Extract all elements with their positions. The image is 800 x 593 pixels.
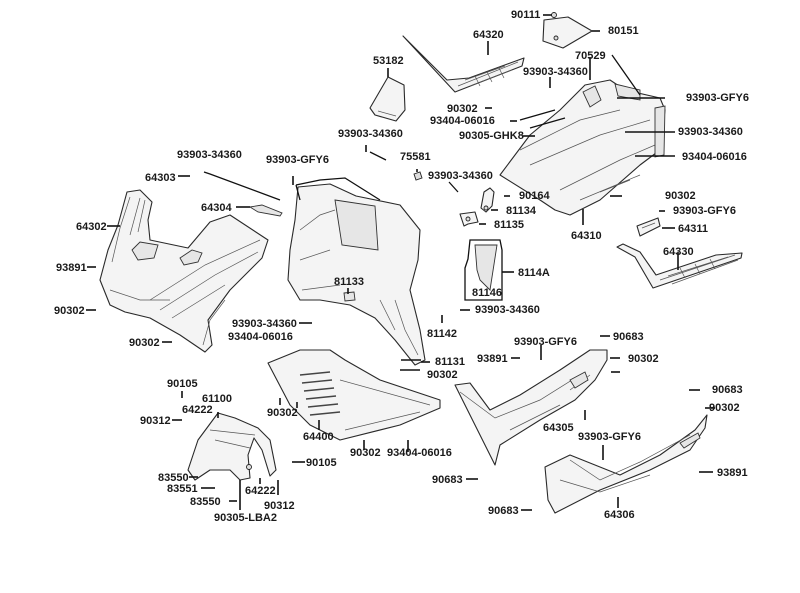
part-81134-bracket	[480, 187, 495, 213]
part-80151-cover	[542, 16, 593, 49]
label-93903-GFY6: 93903-GFY6	[686, 92, 749, 104]
label-81134: 81134	[506, 205, 536, 217]
label-93903-GFY6: 93903-GFY6	[514, 336, 577, 348]
label-93903-GFY6: 93903-GFY6	[266, 154, 329, 166]
label-81131: 81131	[435, 356, 465, 368]
label-93903-34360: 93903-34360	[523, 66, 588, 78]
part-64306-lower-cover	[544, 414, 708, 514]
label-93903-34360: 93903-34360	[678, 126, 743, 138]
label-75581: 75581	[400, 151, 431, 163]
label-90683: 90683	[613, 331, 644, 343]
part-64302-front-shield	[99, 189, 269, 353]
part-61100-fender	[187, 412, 277, 481]
label-93404-06016: 93404-06016	[387, 447, 452, 459]
part-81135-plate	[459, 211, 479, 227]
label-64310: 64310	[571, 230, 602, 242]
part-64311-plate	[636, 217, 661, 237]
label-64311: 64311	[678, 223, 708, 235]
label-93903-34360: 93903-34360	[232, 318, 297, 330]
label-8114A: 8114A	[518, 267, 550, 279]
part-8114a-box	[464, 239, 503, 301]
label-90302: 90302	[427, 369, 458, 381]
label-90105: 90105	[167, 378, 198, 390]
label-83550: 83550	[190, 496, 221, 508]
label-64222: 64222	[245, 485, 276, 497]
label-93903-GFY6: 93903-GFY6	[673, 205, 736, 217]
part-64330-floor-mat	[616, 243, 743, 289]
label-64222: 64222	[182, 404, 213, 416]
label-93891: 93891	[477, 353, 508, 365]
label-81142: 81142	[427, 328, 457, 340]
label-93903-34360: 93903-34360	[428, 170, 493, 182]
part-64320-floor-mat	[402, 35, 525, 93]
label-64305: 64305	[543, 422, 574, 434]
label-93903-34360: 93903-34360	[177, 149, 242, 161]
label-93404-06016: 93404-06016	[682, 151, 747, 163]
label-93903-GFY6: 93903-GFY6	[578, 431, 641, 443]
label-93404-06016: 93404-06016	[228, 331, 293, 343]
label-90302: 90302	[628, 353, 659, 365]
label-93891: 93891	[717, 467, 748, 479]
label-90683: 90683	[488, 505, 519, 517]
label-90105: 90105	[306, 457, 337, 469]
part-inner-shield	[287, 183, 426, 366]
label-90305-GHK8: 90305-GHK8	[459, 130, 524, 142]
label-90302: 90302	[267, 407, 298, 419]
label-90111: 90111	[511, 9, 541, 21]
label-64304: 64304	[201, 202, 232, 214]
part-64304-strip	[248, 204, 283, 217]
part-64310-center-cover	[499, 79, 666, 216]
label-64320: 64320	[473, 29, 504, 41]
label-61100: 61100	[202, 393, 232, 405]
label-70529: 70529	[575, 50, 606, 62]
label-81146: 81146	[472, 287, 502, 299]
label-90302: 90302	[665, 190, 696, 202]
label-81133: 81133	[334, 276, 364, 288]
label-90683: 90683	[432, 474, 463, 486]
part-64305-side-cover	[454, 349, 608, 466]
label-90302: 90302	[129, 337, 160, 349]
label-90683: 90683	[712, 384, 743, 396]
label-80151: 80151	[608, 25, 639, 37]
screw-90111	[551, 12, 557, 18]
label-90305-LBA2: 90305-LBA2	[214, 512, 277, 524]
part-64400-grille	[267, 349, 441, 441]
label-93903-34360: 93903-34360	[338, 128, 403, 140]
label-93404-06016: 93404-06016	[430, 115, 495, 127]
label-90302: 90302	[447, 103, 478, 115]
label-90302: 90302	[350, 447, 381, 459]
label-93891: 93891	[56, 262, 87, 274]
label-90302: 90302	[709, 402, 740, 414]
label-64306: 64306	[604, 509, 635, 521]
label-64303: 64303	[145, 172, 176, 184]
label-81135: 81135	[494, 219, 524, 231]
label-64330: 64330	[663, 246, 694, 258]
label-83550: 83550	[158, 472, 189, 484]
part-53182-cover	[369, 76, 406, 122]
label-90302: 90302	[54, 305, 85, 317]
label-90312: 90312	[140, 415, 171, 427]
label-64302: 64302	[76, 221, 107, 233]
label-83551: 83551	[167, 483, 198, 495]
label-93903-34360: 93903-34360	[475, 304, 540, 316]
part-75581-clip	[413, 171, 423, 181]
label-90164: 90164	[519, 190, 550, 202]
label-53182: 53182	[373, 55, 404, 67]
label-90312: 90312	[264, 500, 295, 512]
label-64400: 64400	[303, 431, 334, 443]
leader-lines	[86, 14, 715, 511]
